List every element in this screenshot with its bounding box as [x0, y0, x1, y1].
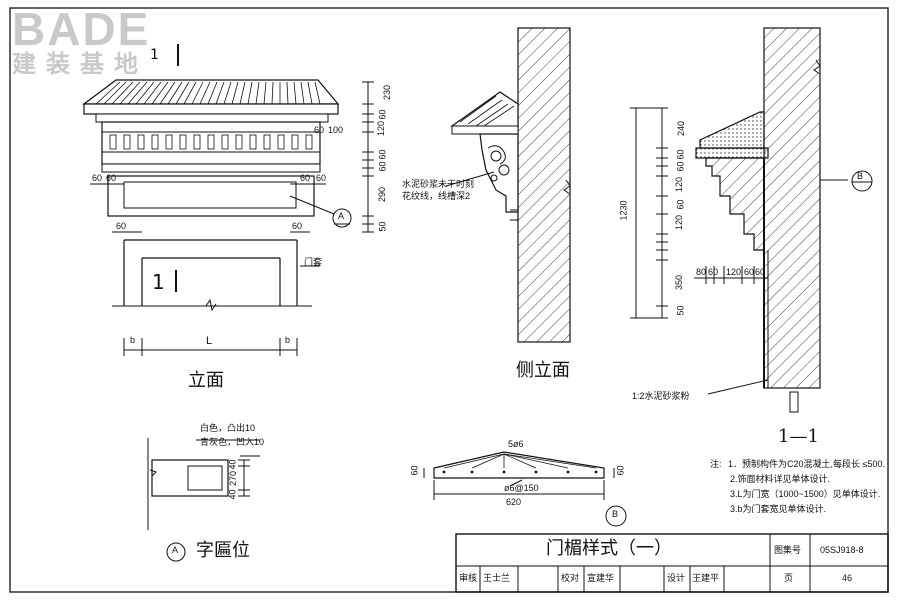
- elev-dim-left-60a: 60: [92, 173, 103, 183]
- note-3: 3.L为门宽（1000~1500）见单体设计.: [730, 489, 881, 499]
- title-block: [455, 533, 889, 593]
- detailA-dim-40b: 40: [227, 489, 238, 500]
- atlas-label: 图集号: [774, 545, 802, 555]
- elev-dim-left-60b: 60: [106, 173, 117, 183]
- sec-dim-60c: 60: [675, 199, 686, 210]
- page-label: 页: [784, 573, 794, 583]
- sec-dim-350: 350: [674, 274, 685, 291]
- elevation-view: [82, 44, 374, 356]
- note-4: 3.b为门套宽见单体设计.: [730, 504, 827, 514]
- sec-dim-240: 240: [676, 120, 687, 137]
- elev-dim-60b: 60: [377, 149, 388, 160]
- section-mark-top: 1: [150, 47, 159, 63]
- sec-dim-bot-60b: 60: [744, 267, 755, 277]
- sec-dim-total: 1230: [618, 200, 629, 221]
- page-number: 46: [842, 573, 853, 583]
- callout-A-label: A: [338, 211, 345, 221]
- atlas-number: 05SJ918-8: [820, 545, 864, 555]
- section-view: [630, 27, 873, 413]
- elev-dim-60c: 60: [377, 161, 388, 172]
- detailB-h-right: 60: [615, 465, 626, 476]
- dim-L: L: [206, 335, 213, 347]
- sec-dim-120a: 120: [674, 176, 685, 193]
- elev-dim-right2-100: 100: [328, 125, 344, 135]
- elev-dim-120a: 120: [376, 120, 387, 137]
- dim-b-right: b: [285, 335, 291, 345]
- detailA-caption-mark: A: [172, 545, 179, 555]
- dim-b-left: b: [130, 335, 136, 345]
- detailB-rebar-top: 5ø6: [508, 439, 524, 449]
- sec-dim-bot-60a: 60: [708, 267, 719, 277]
- logo-chinese: 建装基地: [12, 50, 148, 78]
- sec-dim-bot-120: 120: [726, 267, 742, 277]
- sheet-frame: [9, 7, 889, 593]
- elev-dim-right-60a: 60: [300, 173, 311, 183]
- elev-dim-door-right: 60: [292, 221, 303, 231]
- elev-dim-230: 230: [382, 84, 393, 101]
- detail-a: [147, 438, 260, 562]
- detailA-dim-40a: 40: [227, 459, 238, 470]
- callout-B-label: B: [857, 171, 864, 181]
- elevation-caption: 立面: [188, 370, 224, 391]
- elev-dim-right-60b: 60: [316, 173, 327, 183]
- check-label: 校对: [561, 573, 580, 583]
- checker-name: 宣建华: [587, 573, 615, 583]
- design-label: 设计: [667, 573, 686, 583]
- detailB-width: 620: [506, 497, 522, 507]
- sec-dim-bot-60c: 60: [755, 267, 766, 277]
- sec-dim-60b: 60: [675, 161, 686, 172]
- detailB-rebar-mid: ø6@150: [504, 483, 539, 493]
- drawing-title: 门楣样式（一）: [546, 538, 672, 559]
- detailB-mark: B: [612, 509, 619, 519]
- note-1: 1．预制构件为C20混凝土,每段长 ≤500.: [728, 459, 885, 469]
- sec-dim-120b: 120: [674, 214, 685, 231]
- reviewer-name: 王士兰: [483, 573, 511, 583]
- elev-dim-right2-60: 60: [314, 125, 325, 135]
- elev-dim-60a: 60: [377, 109, 388, 120]
- sec-dim-bot-80: 80: [696, 267, 707, 277]
- detail-b: [423, 451, 627, 527]
- elev-dim-door-left: 60: [116, 221, 127, 231]
- side-elevation-view: [445, 27, 571, 343]
- detailA-note-grey: 青灰色，凹入10: [200, 437, 265, 447]
- review-label: 审核: [459, 573, 478, 583]
- notes-label: 注:: [710, 459, 722, 469]
- logo-wordmark: BADE: [12, 3, 151, 55]
- carving-note-line1: 水泥砂浆未干时刻: [402, 179, 475, 189]
- detailB-h-left: 60: [409, 465, 420, 476]
- elev-dim-290: 290: [377, 186, 388, 203]
- detailA-caption: 字匾位: [196, 540, 250, 561]
- designer-name: 王建平: [692, 573, 720, 583]
- carving-note-line2: 花纹线，线槽深2: [402, 191, 471, 201]
- note-2: 2.饰面材料详见单体设计.: [730, 474, 831, 484]
- detailA-note-white: 白色，凸出10: [200, 423, 256, 433]
- section-mark-bottom: 1: [152, 270, 165, 294]
- side-elevation-caption: 侧立面: [516, 360, 570, 381]
- section-title: 1—1: [778, 426, 819, 447]
- sec-dim-60a: 60: [675, 149, 686, 160]
- door-frame-label: 门套: [304, 257, 323, 267]
- detailA-dim-270: 270: [228, 470, 239, 487]
- sec-dim-50: 50: [675, 305, 686, 316]
- mortar-note: 1:2水泥砂浆粉: [632, 391, 690, 401]
- elev-dim-50: 50: [377, 221, 388, 232]
